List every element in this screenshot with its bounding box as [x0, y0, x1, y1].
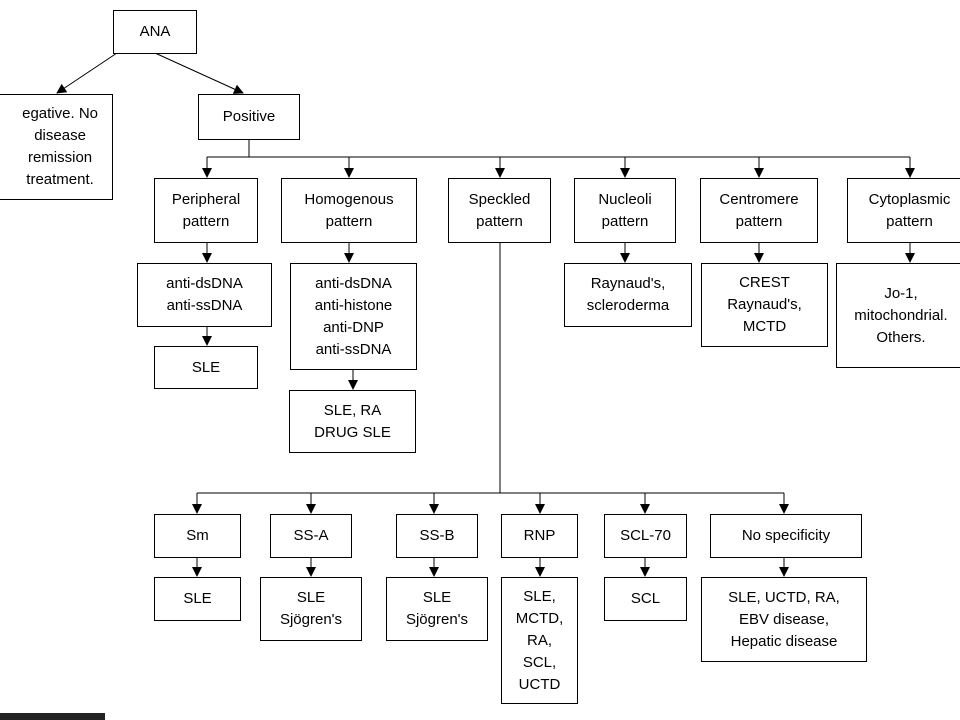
- peripheral-disease-node: SLE: [154, 346, 258, 389]
- rnp-node: RNP: [501, 514, 578, 558]
- peripheral-antibody-node: anti-dsDNA anti-ssDNA: [137, 263, 272, 327]
- speckled-pattern-node: Speckled pattern: [448, 178, 551, 243]
- homogenous-disease-node: SLE, RA DRUG SLE: [289, 390, 416, 453]
- sm-node: Sm: [154, 514, 241, 558]
- edge-ana-positive: [154, 52, 244, 94]
- edge-ana-negative: [56, 52, 118, 94]
- cytoplasmic-pattern-node: Cytoplasmic pattern: [847, 178, 960, 243]
- rnp-disease-node: SLE, MCTD, RA, SCL, UCTD: [501, 577, 578, 704]
- centromere-antibody-node: CREST Raynaud's, MCTD: [701, 263, 828, 347]
- peripheral-pattern-node: Peripheral pattern: [154, 178, 258, 243]
- scl70-node: SCL-70: [604, 514, 687, 558]
- negative-node: egative. No disease remission treatment.: [0, 94, 113, 200]
- scl-disease-node: SCL: [604, 577, 687, 621]
- ssa-disease-node: SLE Sjögren's: [260, 577, 362, 641]
- positive-node: Positive: [198, 94, 300, 140]
- no-specificity-disease-node: SLE, UCTD, RA, EBV disease, Hepatic dise…: [701, 577, 867, 662]
- ssa-node: SS-A: [270, 514, 352, 558]
- homogenous-antibody-node: anti-dsDNA anti-histone anti-DNP anti-ss…: [290, 263, 417, 370]
- ana-node: ANA: [113, 10, 197, 54]
- scan-artifact: [0, 713, 105, 720]
- ssb-node: SS-B: [396, 514, 478, 558]
- centromere-pattern-node: Centromere pattern: [700, 178, 818, 243]
- nucleoli-pattern-node: Nucleoli pattern: [574, 178, 676, 243]
- homogenous-pattern-node: Homogenous pattern: [281, 178, 417, 243]
- ssb-disease-node: SLE Sjögren's: [386, 577, 488, 641]
- cytoplasmic-antibody-node: Jo-1, mitochondrial. Others.: [836, 263, 960, 368]
- nucleoli-antibody-node: Raynaud's, scleroderma: [564, 263, 692, 327]
- sm-disease-node: SLE: [154, 577, 241, 621]
- no-specificity-node: No specificity: [710, 514, 862, 558]
